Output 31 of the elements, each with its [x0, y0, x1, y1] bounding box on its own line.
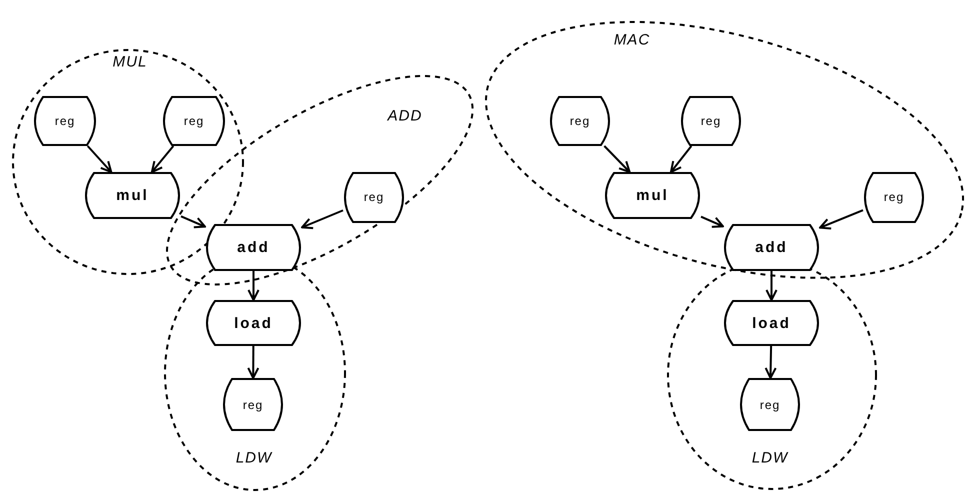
operation-label: add: [755, 238, 788, 256]
register-label: reg: [242, 398, 264, 412]
operation-label: load: [234, 314, 273, 332]
operation-label: mul: [116, 187, 149, 204]
arrow: [301, 209, 344, 230]
operation-label: add: [237, 238, 270, 256]
group-label: LDW: [752, 450, 788, 466]
register-label: reg: [184, 114, 204, 128]
operation-label: load: [752, 314, 791, 332]
register-label: reg: [364, 190, 384, 204]
arrow: [670, 145, 692, 173]
arrow: [150, 145, 174, 173]
arrow: [819, 209, 864, 230]
group-label: LDW: [236, 450, 272, 466]
register-label: reg: [570, 114, 590, 128]
register-label: reg: [760, 398, 780, 412]
register-label: reg: [884, 190, 904, 204]
arrow: [86, 145, 112, 173]
register-label: reg: [700, 114, 722, 128]
register-label: reg: [54, 114, 76, 128]
arrow: [180, 215, 206, 228]
arrow: [604, 145, 631, 173]
group-label: MUL: [112, 54, 148, 70]
group-label: ADD: [388, 107, 422, 124]
arrow: [764, 346, 777, 379]
arrow: [248, 271, 260, 301]
arrow: [247, 346, 260, 379]
arrow: [766, 271, 778, 301]
group-label: MAC: [614, 31, 650, 48]
operation-label: mul: [636, 186, 669, 204]
arrow: [700, 216, 724, 228]
